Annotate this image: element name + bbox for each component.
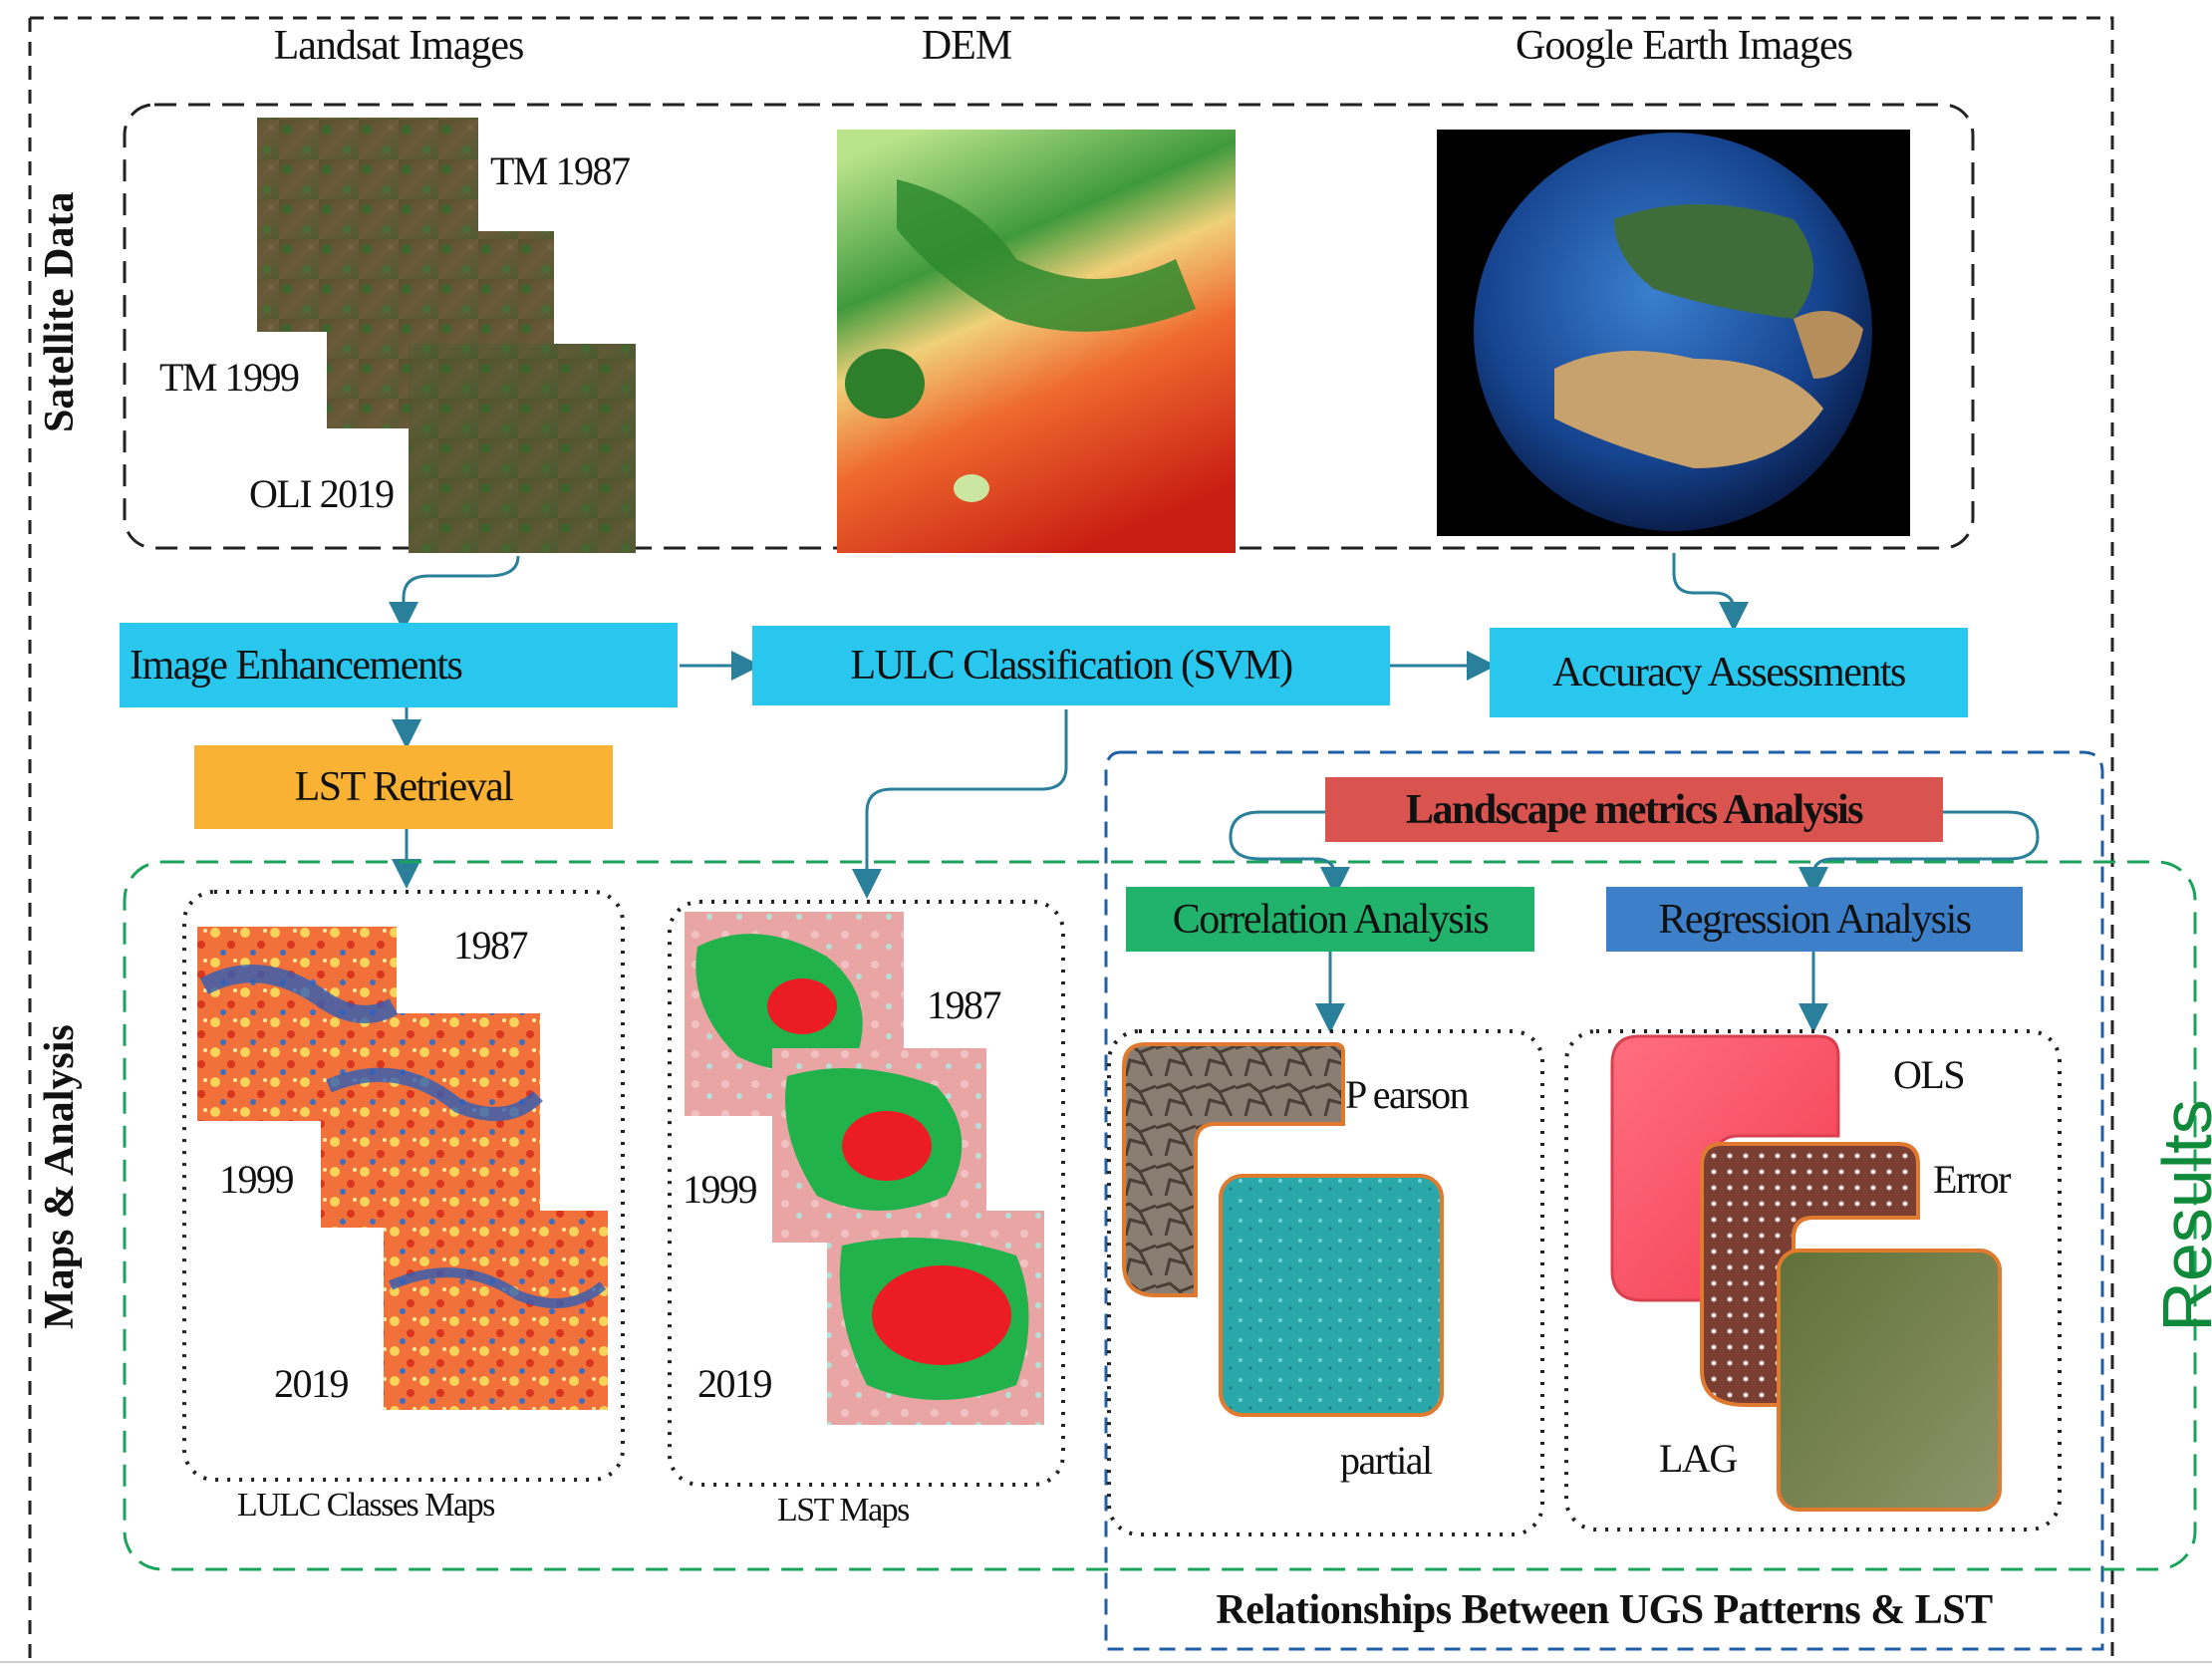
header-landsat: Landsat Images: [273, 23, 525, 69]
header-google-earth: Google Earth Images: [1516, 23, 1853, 69]
lulc-year-1987: 1987: [453, 923, 529, 968]
regression-error-label: Error: [1933, 1157, 2011, 1202]
pearson-shape: [1122, 1042, 1345, 1297]
lulc-2019-map: [384, 1211, 608, 1410]
lulc-year-1999: 1999: [219, 1157, 295, 1202]
regression-analysis-box: Regression Analysis: [1606, 887, 2023, 952]
landscape-metrics-box: Landscape metrics Analysis: [1325, 777, 1943, 842]
accuracy-assessments-box: Accuracy Assessments: [1490, 628, 1968, 717]
lst-retrieval-box: LST Retrieval: [194, 745, 613, 829]
lst-year-1987: 1987: [927, 982, 1002, 1027]
landsat-label-1999: TM 1999: [159, 355, 300, 400]
lulc-year-2019: 2019: [274, 1361, 350, 1406]
side-label-results: Results: [2148, 1099, 2212, 1332]
lag-shape: [1777, 1249, 2002, 1512]
lst-year-1999: 1999: [683, 1167, 758, 1212]
landsat-label-2019: OLI 2019: [249, 471, 395, 516]
lulc-classification-box: LULC Classification (SVM): [752, 626, 1390, 705]
lulc-maps-caption: LULC Classes Maps: [237, 1487, 495, 1524]
relationships-caption: Relationships Between UGS Patterns & LST: [1216, 1587, 1993, 1633]
correlation-partial-label: partial: [1340, 1438, 1433, 1483]
regression-lag-label: LAG: [1659, 1436, 1738, 1481]
lulc-1999-map: [321, 1013, 540, 1228]
image-enhancements-box: Image Enhancements: [120, 623, 678, 707]
landsat-2019-image: [409, 344, 636, 553]
side-label-maps-analysis: Maps & Analysis: [37, 1024, 83, 1329]
partial-shape: [1219, 1174, 1444, 1417]
landsat-label-1987: TM 1987: [490, 148, 631, 193]
lst-maps-caption: LST Maps: [777, 1492, 910, 1529]
regression-ols-label: OLS: [1893, 1052, 1966, 1097]
correlation-pearson-label: P earson: [1345, 1072, 1470, 1117]
header-dem: DEM: [921, 23, 1012, 69]
lst-year-2019: 2019: [697, 1361, 773, 1406]
side-label-satellite-data: Satellite Data: [37, 191, 83, 432]
correlation-analysis-box: Correlation Analysis: [1126, 887, 1534, 952]
